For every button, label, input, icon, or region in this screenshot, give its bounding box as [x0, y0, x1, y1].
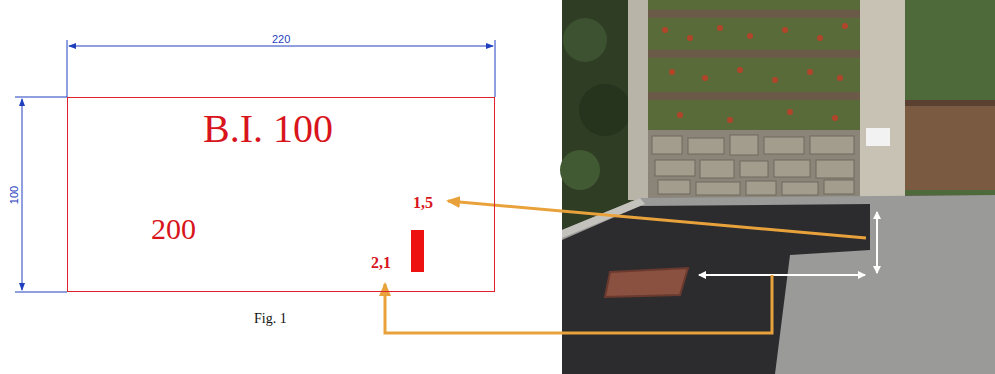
- dimension-value: 1,5: [413, 194, 433, 212]
- figure-caption: Fig. 1: [254, 311, 287, 326]
- dimension-lines: [15, 40, 495, 292]
- dimension-value: 2,1: [371, 254, 391, 272]
- leader-arrows: [385, 201, 866, 333]
- part-label: B.I. 100: [203, 107, 333, 151]
- dimension-label: 100: [8, 186, 20, 204]
- dimension-value: 200: [151, 212, 196, 245]
- photo: [560, 0, 995, 374]
- part-outline: B.I. 100 200 1,5 2,1: [67, 97, 495, 292]
- red-bar: [411, 230, 424, 272]
- dimension-label: 220: [272, 33, 290, 45]
